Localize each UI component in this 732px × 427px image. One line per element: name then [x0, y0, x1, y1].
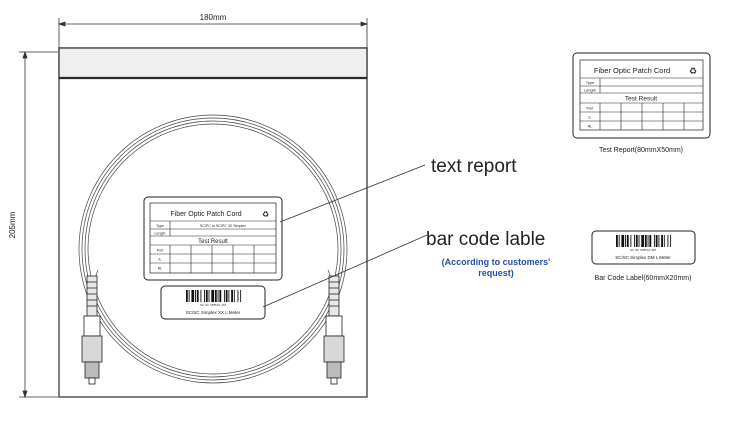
barcode-bar	[228, 290, 230, 302]
report-card-inner	[143, 196, 283, 281]
barcode-bar	[638, 235, 640, 247]
barcode-bar	[208, 290, 210, 302]
barcode-bar	[649, 235, 652, 247]
barcode-bar	[214, 290, 217, 302]
barcode-bar	[644, 235, 647, 247]
inner-rl-label: RL	[158, 267, 163, 271]
inner-port-label: Port	[157, 249, 164, 253]
barcode-bar	[237, 290, 239, 302]
barcode-bar	[191, 290, 195, 302]
barcode-bar	[635, 235, 638, 247]
barcode-bar	[663, 235, 665, 247]
height-label: 205mm	[8, 211, 17, 238]
inner-card-title: Fiber Optic Patch Cord	[170, 211, 241, 218]
barcode-bar	[195, 290, 196, 302]
sample-length-label: Length	[584, 89, 596, 93]
inner-barcode-code: SC SC SMFX0-1M	[200, 303, 226, 307]
sample-card-title: Fiber Optic Patch Cord	[594, 66, 670, 75]
inner-length-label: Length	[155, 232, 166, 236]
inner-test-result: Test Result	[198, 239, 228, 245]
inner-barcode-text: SC/SC Simplex XX L Meter	[186, 310, 241, 315]
barcode-bar	[225, 290, 228, 302]
barcode-bar	[661, 235, 663, 247]
sample-rl-label: RL	[588, 125, 593, 129]
barcode-bar	[186, 290, 188, 302]
barcode-label-inner	[160, 285, 266, 320]
customer-request-note: (According to customers'	[442, 257, 551, 267]
barcode-bar	[647, 235, 649, 247]
barcode-bar	[625, 235, 626, 247]
barcode-bar	[188, 290, 190, 302]
inner-il-label: IL	[159, 258, 162, 262]
barcode-bar	[618, 235, 620, 247]
sample-port-label: Port	[587, 107, 595, 111]
barcode-bar	[204, 290, 205, 302]
sample-il-label: IL	[588, 116, 591, 120]
report-card-sample	[572, 52, 711, 139]
coiled-cable	[78, 114, 348, 384]
barcode-bar	[196, 290, 199, 302]
barcode-bar	[200, 290, 202, 302]
barcode-bar	[616, 235, 618, 247]
barcode-label-caption: Bar Code Label(60mmX20mm)	[595, 275, 692, 282]
test-report-caption: Test Report(80mmX50mm)	[599, 147, 683, 154]
height-dimension	[19, 50, 58, 399]
barcode-bar	[658, 235, 660, 247]
sc-connector-left	[81, 275, 103, 385]
barcode-bar	[653, 235, 655, 247]
barcode-bar	[621, 235, 625, 247]
inner-type-label: Type	[156, 224, 164, 228]
barcode-bar	[217, 290, 219, 302]
barcode-bar	[205, 290, 208, 302]
recycle-mark-icon: ♻	[262, 210, 269, 219]
barcode-bar	[634, 235, 635, 247]
recycle-mark-icon: ♻	[689, 66, 697, 76]
barcode-bar	[211, 290, 214, 302]
leader-lines	[262, 164, 428, 308]
width-dimension	[57, 18, 369, 48]
barcode-bar	[670, 235, 672, 247]
sample-type-label: Type	[586, 81, 594, 85]
inner-type-value: SC/PC to SC/PC 3X Simplex	[200, 224, 246, 228]
barcode-bar	[667, 235, 669, 247]
sc-connector-right	[323, 275, 345, 385]
barcode-bar	[240, 290, 242, 302]
barcode-bar	[233, 290, 235, 302]
barcode-bar	[626, 235, 629, 247]
customer-request-note-line2: request)	[478, 268, 514, 278]
barcode-bar	[231, 290, 233, 302]
barcode-bar	[641, 235, 644, 247]
sample-test-result: Test Result	[625, 96, 657, 103]
barcode-bar	[630, 235, 632, 247]
sample-barcode-text: SC/SC Simplex DM L Meter	[615, 255, 671, 260]
sample-barcode-code: SC SC SMFX0-1M	[630, 248, 656, 252]
barcode-bar	[223, 290, 225, 302]
bar-code-label-callout: bar code lable	[426, 229, 545, 250]
text-report-callout: text report	[431, 156, 517, 177]
barcode-bar	[655, 235, 658, 247]
width-label: 180mm	[200, 13, 227, 22]
package-bag	[58, 47, 368, 398]
barcode-bar	[219, 290, 222, 302]
barcode-label-sample	[591, 230, 696, 265]
